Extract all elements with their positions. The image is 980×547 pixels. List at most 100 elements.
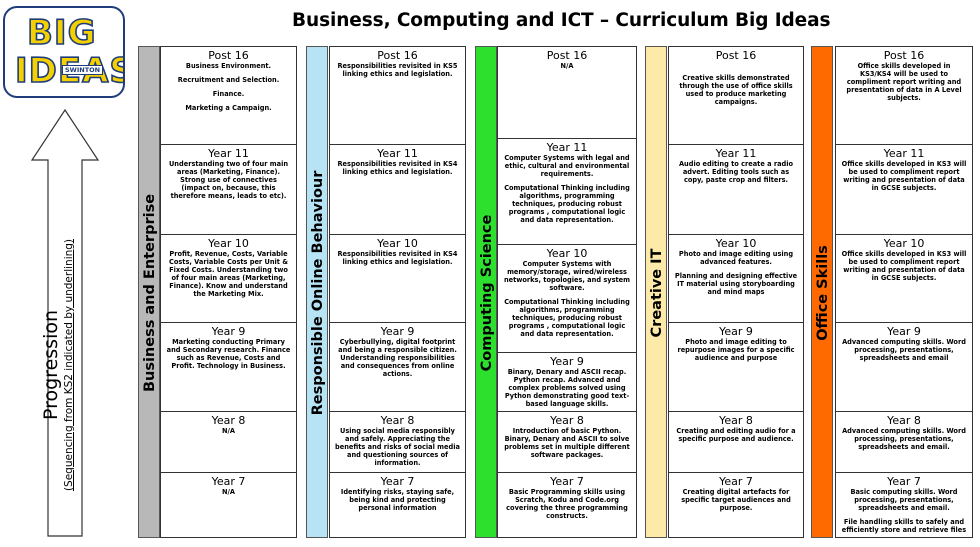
subject-strip-creative: Creative IT xyxy=(645,46,667,538)
cell-description: Responsibilities revisited in KS4 linkin… xyxy=(335,160,460,176)
description-line: Marketing conducting Primary and Seconda… xyxy=(166,338,291,370)
big-ideas-logo: BIG IDEAS SWINTON xyxy=(3,6,125,98)
cell-description: Creative skills demonstrated through the… xyxy=(674,74,798,106)
progression-title: Progression xyxy=(40,309,62,421)
logo-line-1: BIG xyxy=(26,13,97,53)
description-line: Basic Programming skills using Scratch, … xyxy=(506,488,628,520)
cell-description: Advanced computing skills. Word processi… xyxy=(841,338,967,362)
subject-strip-online: Responsible Online Behaviour xyxy=(306,46,328,538)
description-line: Photo and image editing to repurpose ima… xyxy=(677,338,795,362)
description-line: N/A xyxy=(221,427,236,435)
cell-description: Cyberbullying, digital footprint and bei… xyxy=(335,338,460,378)
description-line: Advanced computing skills. Word processi… xyxy=(842,338,966,362)
subject-strip-business: Business and Enterprise xyxy=(138,46,160,538)
description-line: Business Environment. xyxy=(185,62,272,70)
year-label: Year 11 xyxy=(377,147,418,160)
cell-description: Marketing conducting Primary and Seconda… xyxy=(166,338,291,370)
description-line: File handling skills to safely and effic… xyxy=(841,518,967,534)
description-line: Identifying risks, staying safe, being k… xyxy=(340,488,455,512)
description-line: Basic computing skills. Word processing,… xyxy=(850,488,958,512)
progression-subtitle: (Sequencing from KS2 indicated by underl… xyxy=(63,238,75,492)
description-line: Responsibilities revisited in KS4 linkin… xyxy=(337,250,458,266)
description-line: Cyberbullying, digital footprint and bei… xyxy=(338,338,457,378)
year-label: Year 7 xyxy=(887,475,921,488)
description-line: Computational Thinking including algorit… xyxy=(504,184,630,224)
year-label: Year 8 xyxy=(887,414,921,427)
description-line: Profit, Revenue, Costs, Variable Costs, … xyxy=(169,250,288,298)
cell-description: N/A xyxy=(503,62,631,70)
year-label: Year 11 xyxy=(715,147,757,160)
description-line: Office skills developed in KS3 will be u… xyxy=(841,250,967,282)
cell-description: Creating and editing audio for a specifi… xyxy=(674,427,798,443)
year-label: Year 9 xyxy=(550,355,584,368)
cell-description: Basic Programming skills using Scratch, … xyxy=(503,488,631,520)
year-label: Year 10 xyxy=(546,247,588,260)
cell-description: Using social media responsibly and safel… xyxy=(335,427,460,467)
cell-description: Audio editing to create a radio advert. … xyxy=(674,160,798,184)
description-line: Recruitment and Selection. xyxy=(177,76,280,84)
description-line: Computer Systems with memory/storage, wi… xyxy=(503,260,630,292)
cell-description: Office skills developed in KS3 will be u… xyxy=(841,160,967,192)
cell-description: N/A xyxy=(166,427,291,435)
year-label: Year 10 xyxy=(208,237,249,250)
year-label: Year 9 xyxy=(887,325,921,338)
year-label: Year 7 xyxy=(380,475,415,488)
year-label: Year 9 xyxy=(719,325,753,338)
year-label: Post 16 xyxy=(883,49,925,62)
year-label: Year 9 xyxy=(380,325,415,338)
description-line: Office skills developed in KS3 will be u… xyxy=(841,160,967,192)
page-title: Business, Computing and ICT – Curriculum… xyxy=(292,10,831,31)
year-label: Year 10 xyxy=(377,237,418,250)
description-line: Creating and editing audio for a specifi… xyxy=(676,427,796,443)
cell-description: Computer Systems with memory/storage, wi… xyxy=(503,260,631,338)
cell-description: Creating digital artefacts for specific … xyxy=(674,488,798,512)
cell-description: Basic computing skills. Word processing,… xyxy=(841,488,967,534)
year-label: Year 11 xyxy=(546,141,588,154)
cell-description: Understanding two of four main areas (Ma… xyxy=(166,160,291,200)
cell-description: Computer Systems with legal and ethic, c… xyxy=(503,154,631,224)
subject-title: Responsible Online Behaviour xyxy=(310,170,326,416)
subject-title: Creative IT xyxy=(649,248,665,338)
cell-description: Identifying risks, staying safe, being k… xyxy=(335,488,460,512)
year-label: Year 10 xyxy=(883,237,925,250)
description-line: N/A xyxy=(221,488,236,496)
description-line: Understanding two of four main areas (Ma… xyxy=(168,160,289,200)
cell-description: Office skills developed in KS3/KS4 will … xyxy=(841,62,967,102)
cell-description: Photo and image editing using advanced f… xyxy=(674,250,798,296)
description-line: Responsibilities revisited in KS4 linkin… xyxy=(337,160,458,176)
subject-title: Business and Enterprise xyxy=(142,193,158,393)
year-label: Year 7 xyxy=(719,475,753,488)
cell-description: Introduction of basic Python. Binary, De… xyxy=(503,427,631,459)
description-line: Photo and image editing using advanced f… xyxy=(678,250,794,266)
year-label: Year 11 xyxy=(208,147,249,160)
year-label: Post 16 xyxy=(546,49,588,62)
logo-school-name: SWINTON xyxy=(62,65,104,75)
description-line: Planning and designing effective IT mate… xyxy=(674,272,798,296)
subject-title: Computing Science xyxy=(479,214,495,372)
description-line: Binary, Denary and ASCII recap. Python r… xyxy=(504,368,630,408)
